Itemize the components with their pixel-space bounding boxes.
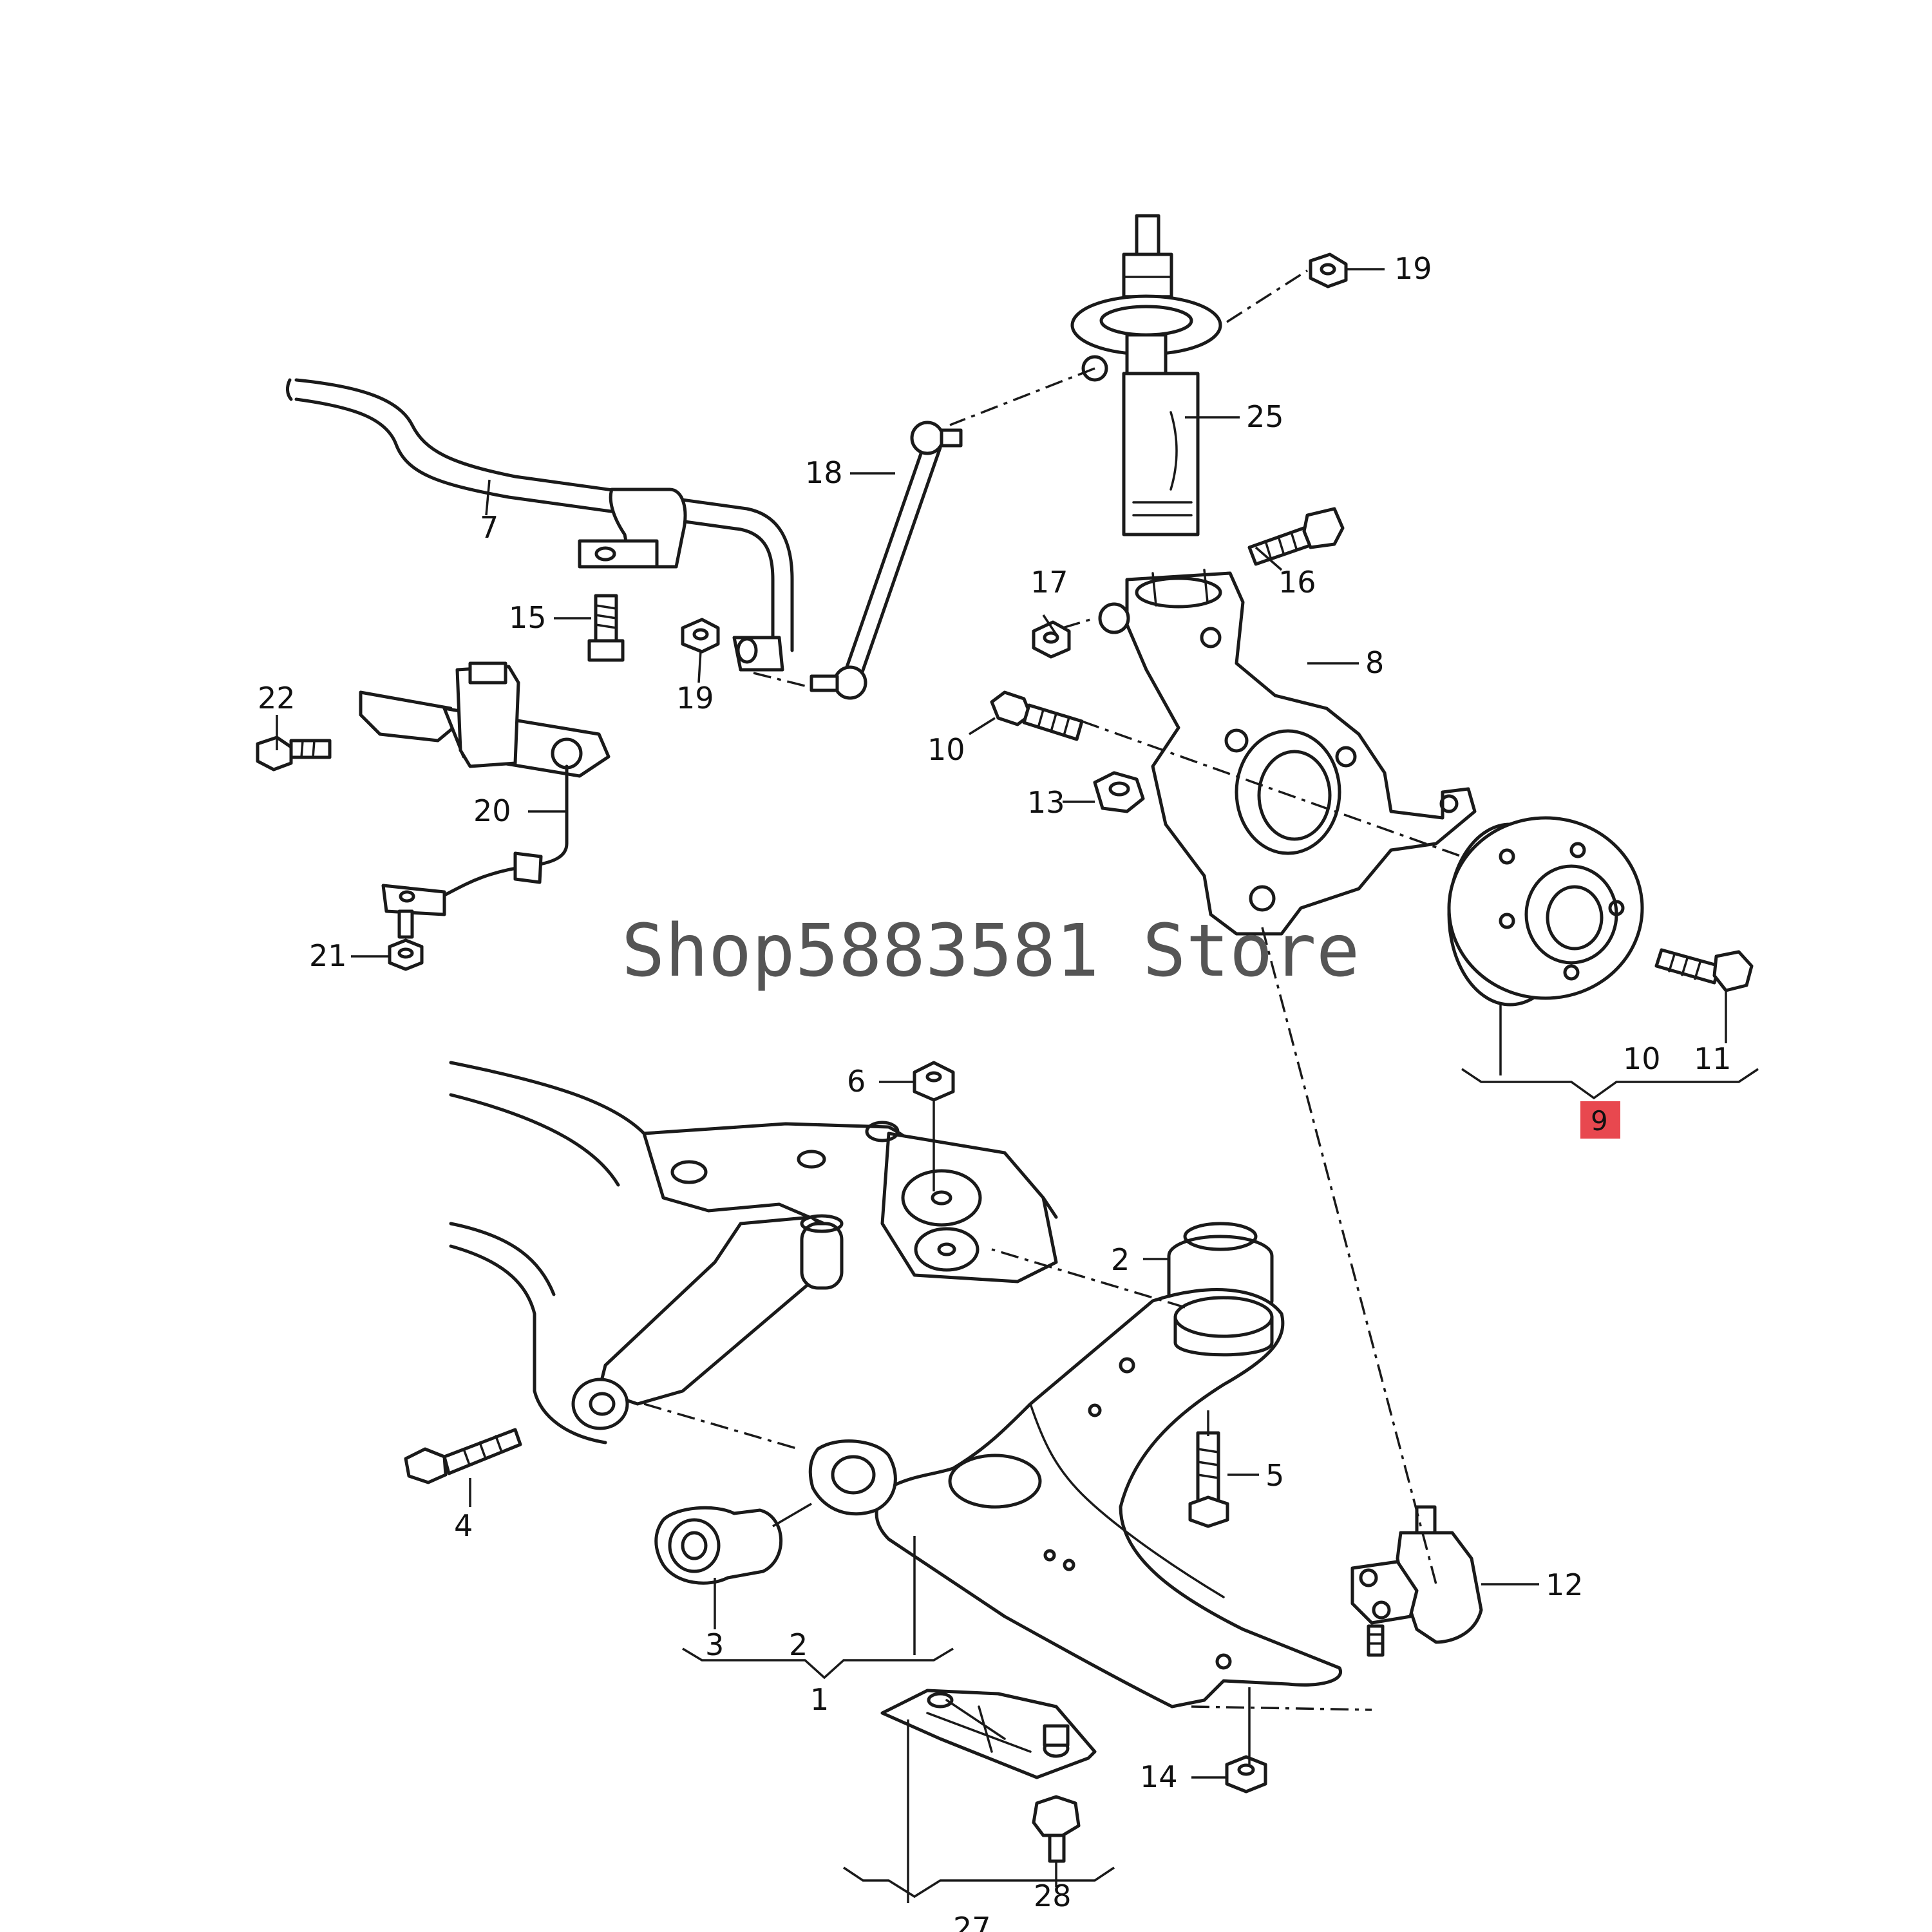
callout-4: 4 xyxy=(454,1508,473,1543)
nut-14 xyxy=(1225,1755,1267,1794)
bolt-10-upper xyxy=(990,690,1084,741)
coupling-rod xyxy=(810,421,963,700)
wheel-hub xyxy=(1447,816,1644,1007)
bolt-22 xyxy=(256,735,332,772)
cover-plate xyxy=(880,1689,1097,1779)
callout-labels: 7 15 19 18 19 25 16 17 8 10 13 22 20 21 … xyxy=(258,251,1732,1932)
callout-28: 28 xyxy=(1034,1879,1072,1913)
callout-16: 16 xyxy=(1278,565,1316,600)
ball-joint xyxy=(1350,1505,1483,1657)
callout-25: 25 xyxy=(1246,399,1284,434)
callout-21: 21 xyxy=(309,938,347,973)
control-arm xyxy=(808,1288,1342,1709)
callout-1: 1 xyxy=(810,1682,829,1717)
callout-10-upper: 10 xyxy=(927,732,965,767)
callout-18: 18 xyxy=(805,455,843,490)
callout-9-highlight xyxy=(1580,1101,1620,1139)
alignment-lines xyxy=(643,269,1463,1711)
callout-15: 15 xyxy=(509,600,547,635)
callout-19-lower: 19 xyxy=(676,681,714,715)
callout-6: 6 xyxy=(847,1064,866,1099)
steering-knuckle xyxy=(1098,569,1477,936)
callout-22: 22 xyxy=(258,681,296,715)
subframe xyxy=(449,1061,1058,1444)
callout-13: 13 xyxy=(1027,785,1065,820)
nut-13 xyxy=(1093,771,1145,813)
bolt-15 xyxy=(587,594,625,662)
clip-28 xyxy=(1032,1795,1081,1863)
bolt-16 xyxy=(1247,507,1345,566)
callout-27: 27 xyxy=(953,1911,991,1932)
callout-9: 9 xyxy=(1591,1105,1608,1137)
shock-absorber xyxy=(1070,214,1222,536)
store-watermark: Shop5883581 Store xyxy=(621,909,1359,993)
callout-19-upper: 19 xyxy=(1394,251,1432,286)
leader-lines xyxy=(276,268,1727,1903)
callout-7: 7 xyxy=(480,510,498,545)
callout-17: 17 xyxy=(1030,565,1068,600)
nut-21 xyxy=(388,938,424,971)
stabilizer-bar xyxy=(286,378,794,672)
bolt-11 xyxy=(1654,948,1754,992)
group-brackets xyxy=(682,1068,1759,1899)
bolt-5 xyxy=(1188,1431,1229,1528)
nut-19-lower xyxy=(681,618,720,654)
bushing-3 xyxy=(654,1506,783,1585)
callout-5: 5 xyxy=(1265,1458,1284,1493)
callout-2-lower: 2 xyxy=(789,1627,808,1662)
nut-17 xyxy=(1032,620,1071,659)
callout-11: 11 xyxy=(1694,1041,1732,1076)
callout-12: 12 xyxy=(1546,1567,1584,1602)
callout-2-upper: 2 xyxy=(1111,1242,1130,1277)
bolt-4 xyxy=(404,1428,522,1484)
nut-6 xyxy=(913,1061,955,1102)
callout-8: 8 xyxy=(1365,645,1384,680)
nut-19-upper xyxy=(1309,252,1348,289)
level-sensor xyxy=(359,661,611,939)
callout-20: 20 xyxy=(473,793,511,828)
callout-10-hub: 10 xyxy=(1623,1041,1661,1076)
callout-3: 3 xyxy=(705,1627,724,1662)
callout-14: 14 xyxy=(1140,1759,1178,1794)
